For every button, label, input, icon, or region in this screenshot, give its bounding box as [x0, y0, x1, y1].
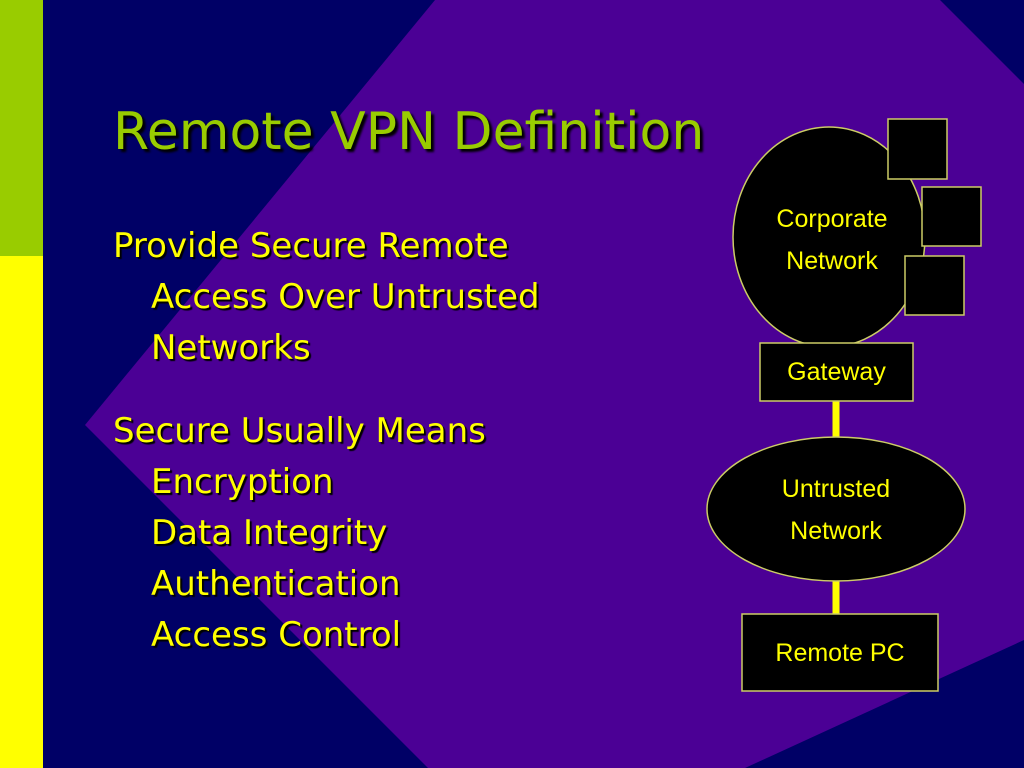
bullet-1: Provide Secure Remote Access Over Untrus…: [113, 221, 540, 374]
sub-item-authentication: Authentication: [151, 564, 401, 604]
bullet-1-line-3: Networks: [151, 328, 311, 368]
remote-pc-label: Remote PC: [775, 639, 905, 667]
host-box-3: [904, 255, 965, 316]
accent-bar-bottom: [0, 256, 43, 768]
host-box-1: [887, 118, 948, 180]
sub-item-data-integrity: Data Integrity: [151, 513, 388, 553]
remote-pc-box: [741, 613, 939, 692]
corporate-network-label: Corporate Network: [732, 198, 932, 282]
host-box-2: [921, 186, 982, 247]
gateway-label: Gateway: [787, 358, 886, 386]
slide-title: Remote VPN Definition: [113, 102, 705, 162]
sub-item-encryption: Encryption: [151, 462, 334, 502]
untrusted-network-label-line-2: Network: [790, 517, 882, 545]
sub-item-access-control: Access Control: [151, 615, 402, 655]
untrusted-network-label: Untrusted Network: [736, 468, 936, 552]
untrusted-network-ellipse: [706, 436, 966, 582]
bullet-1-line-2: Access Over Untrusted: [151, 277, 540, 317]
bullet-2: Secure Usually Means Encryption Data Int…: [113, 406, 486, 661]
corporate-network-label-line-1: Corporate: [776, 205, 888, 233]
untrusted-network-label-line-1: Untrusted: [781, 475, 891, 503]
gateway-box: [759, 342, 914, 402]
corporate-network-label-line-2: Network: [786, 247, 878, 275]
bullet-2-line-1: Secure Usually Means: [113, 411, 486, 451]
bullet-1-line-1: Provide Secure Remote: [113, 226, 509, 266]
accent-bar-top: [0, 0, 43, 256]
